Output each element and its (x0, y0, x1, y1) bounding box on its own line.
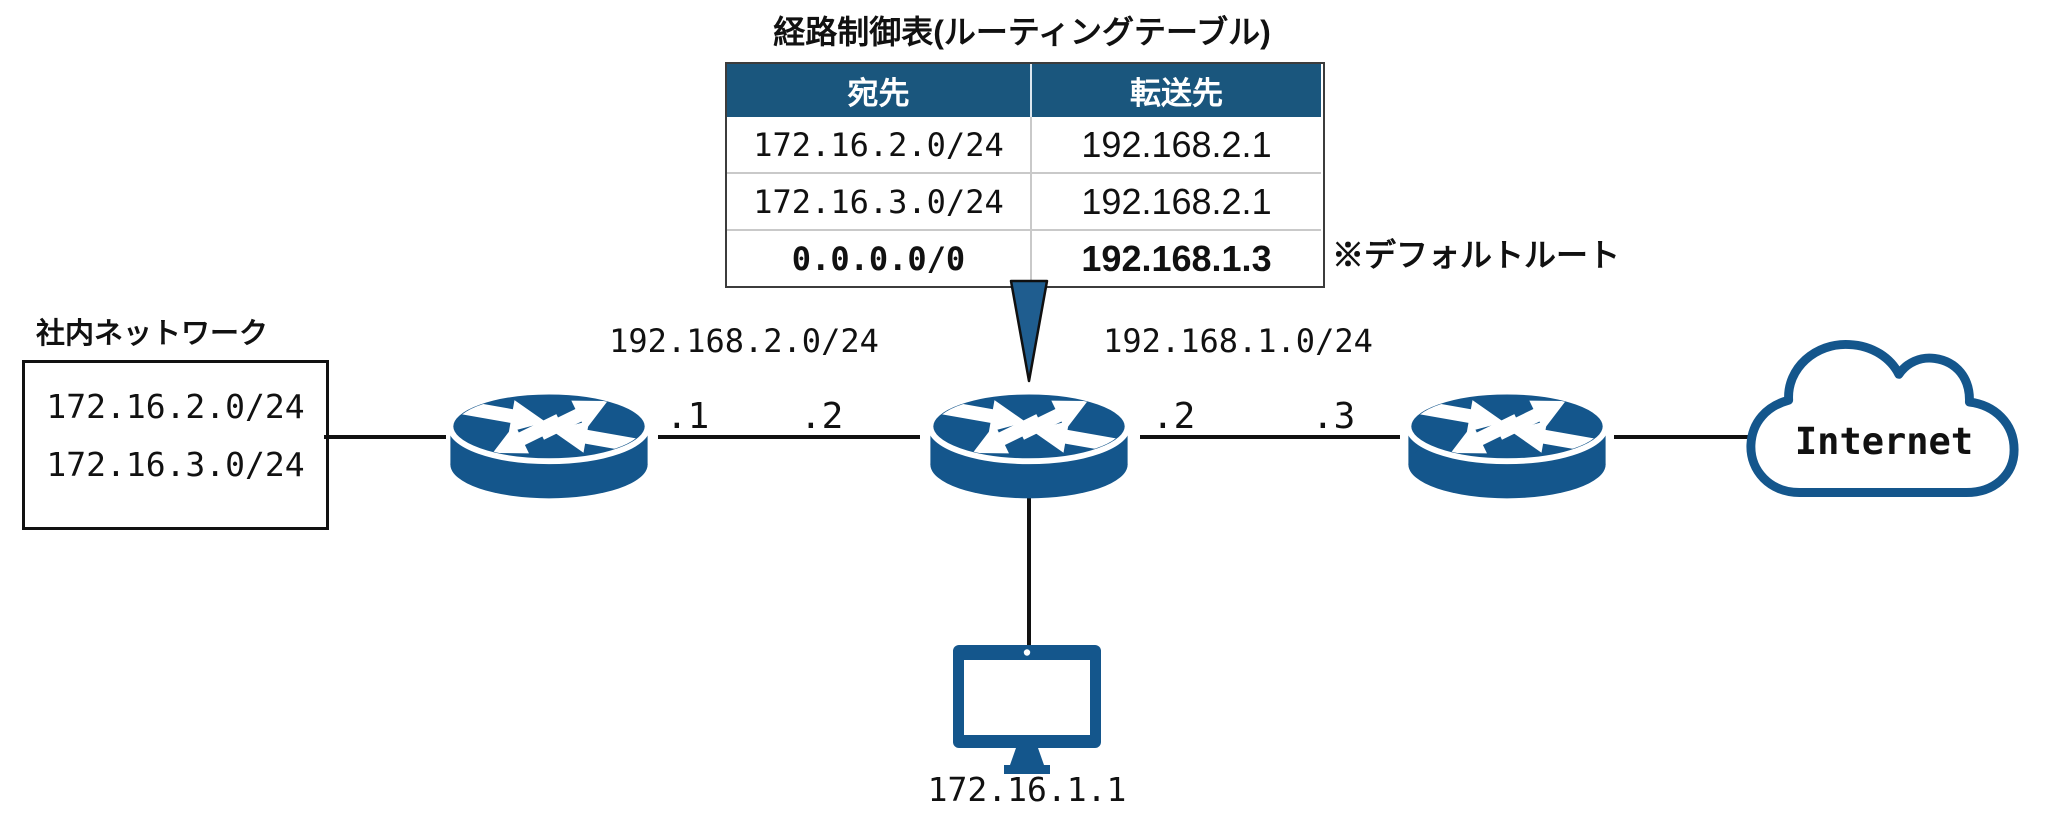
internal-network-box: 172.16.2.0/24 172.16.3.0/24 (22, 360, 329, 530)
link-router3-internet (1614, 435, 1748, 439)
route-row-nexthop: 192.168.2.1 (1032, 117, 1321, 172)
link-box-router1 (324, 435, 446, 439)
route-row-destination: 172.16.2.0/24 (727, 117, 1032, 172)
link-router2-router3 (1140, 435, 1400, 439)
routing-table-header-nexthop: 転送先 (1032, 64, 1321, 117)
network-label: 192.168.1.0/24 (1103, 322, 1373, 360)
table-pointer-icon (1009, 279, 1049, 383)
host-monitor-icon (953, 645, 1101, 774)
route-row-destination-default: 0.0.0.0/0 (727, 229, 1032, 286)
link-router1-router2 (658, 435, 920, 439)
interface-label: .2 (1152, 396, 1196, 437)
router1-icon (433, 374, 665, 502)
route-row-destination: 172.16.3.0/24 (727, 172, 1032, 229)
route-row-nexthop: 192.168.2.1 (1032, 172, 1321, 229)
interface-label: .2 (800, 396, 844, 437)
router2-icon (913, 374, 1145, 502)
network-label: 192.168.2.0/24 (609, 322, 879, 360)
default-route-note: ※デフォルトルート (1332, 237, 1621, 273)
interface-label: .3 (1312, 396, 1356, 437)
router3-icon (1391, 374, 1623, 502)
host-ip-label: 172.16.1.1 (927, 770, 1127, 809)
route-row-nexthop-default: 192.168.1.3 (1032, 229, 1321, 286)
routing-table-title: 経路制御表(ルーティングテーブル) (773, 14, 1271, 50)
internal-subnet: 172.16.3.0/24 (46, 445, 305, 484)
interface-label: .1 (666, 396, 710, 437)
routing-table-header-destination: 宛先 (727, 64, 1032, 117)
link-router2-host (1027, 497, 1031, 647)
routing-table: 宛先 転送先 172.16.2.0/24 192.168.2.1 172.16.… (725, 62, 1325, 288)
internal-network-title: 社内ネットワーク (36, 318, 269, 350)
internal-subnet: 172.16.2.0/24 (46, 387, 305, 426)
internet-cloud-icon (1746, 340, 2019, 497)
internet-label: Internet (1794, 420, 1974, 463)
